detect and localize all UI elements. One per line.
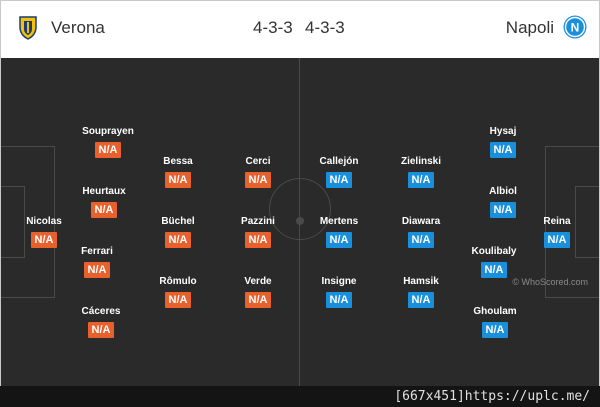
player-name: Ghoulam <box>473 306 517 317</box>
rating-badge: N/A <box>544 232 570 248</box>
center-spot <box>296 217 304 225</box>
player-card[interactable]: Pazzini N/A <box>218 216 298 248</box>
home-goal-area <box>1 186 25 258</box>
player-card[interactable]: Albiol N/A <box>463 186 543 218</box>
player-name: Koulibaly <box>471 246 517 257</box>
player-name: Verde <box>244 276 272 287</box>
player-card[interactable]: Heurtaux N/A <box>64 186 144 218</box>
home-formation: 4-3-3 <box>253 18 293 37</box>
rating-badge: N/A <box>408 172 434 188</box>
home-team-name[interactable]: Verona <box>51 18 105 37</box>
rating-badge: N/A <box>245 172 271 188</box>
rating-badge: N/A <box>408 292 434 308</box>
player-name: Nicolas <box>26 216 62 227</box>
rating-badge: N/A <box>245 232 271 248</box>
rating-badge: N/A <box>95 142 121 158</box>
player-card[interactable]: Souprayen N/A <box>68 126 148 158</box>
center-circle <box>269 178 331 240</box>
rating-badge: N/A <box>165 172 191 188</box>
player-name: Albiol <box>489 186 517 197</box>
player-card[interactable]: Callejón N/A <box>299 156 379 188</box>
player-card[interactable]: Büchel N/A <box>138 216 218 248</box>
rating-badge: N/A <box>165 292 191 308</box>
player-name: Zielinski <box>400 156 441 167</box>
player-name: Hysaj <box>489 126 517 137</box>
player-name: Büchel <box>161 216 195 227</box>
player-card[interactable]: Hamsik N/A <box>381 276 461 308</box>
rating-badge: N/A <box>326 292 352 308</box>
rating-badge: N/A <box>326 232 352 248</box>
player-card[interactable]: Nicolas N/A <box>4 216 84 248</box>
player-card[interactable]: Cáceres N/A <box>61 306 141 338</box>
rating-badge: N/A <box>88 322 114 338</box>
player-card[interactable]: Hysaj N/A <box>463 126 543 158</box>
footer-text: [667x451]https://uplc.me/ <box>394 389 590 404</box>
player-card[interactable]: Koulibaly N/A <box>454 246 534 278</box>
away-penalty-area <box>545 146 599 298</box>
rating-badge: N/A <box>165 232 191 248</box>
rating-badge: N/A <box>481 262 507 278</box>
rating-badge: N/A <box>490 142 516 158</box>
player-card[interactable]: Ghoulam N/A <box>455 306 535 338</box>
away-formation: 4-3-3 <box>305 18 345 37</box>
napoli-crest-icon[interactable]: N <box>561 13 589 41</box>
away-goal-area <box>575 186 599 258</box>
player-name: Pazzini <box>241 216 275 227</box>
home-penalty-area <box>1 146 55 298</box>
player-name: Bessa <box>163 156 193 167</box>
player-card[interactable]: Ferrari N/A <box>57 246 137 278</box>
player-name: Mertens <box>319 216 359 227</box>
player-name: Cerci <box>245 156 271 167</box>
player-card[interactable]: Zielinski N/A <box>381 156 461 188</box>
player-card[interactable]: Insigne N/A <box>299 276 379 308</box>
match-header: Verona 4-3-3 4-3-3 Napoli N <box>1 1 599 53</box>
player-name: Ferrari <box>81 246 113 257</box>
player-name: Hamsik <box>403 276 439 287</box>
rating-badge: N/A <box>245 292 271 308</box>
player-name: Rômulo <box>159 276 197 287</box>
rating-badge: N/A <box>326 172 352 188</box>
player-name: Insigne <box>321 276 357 287</box>
rating-badge: N/A <box>490 202 516 218</box>
player-card[interactable]: Diawara N/A <box>381 216 461 248</box>
player-name: Cáceres <box>81 306 121 317</box>
rating-badge: N/A <box>482 322 508 338</box>
rating-badge: N/A <box>91 202 117 218</box>
player-name: Heurtaux <box>82 186 126 197</box>
player-card[interactable]: Bessa N/A <box>138 156 218 188</box>
rating-badge: N/A <box>408 232 434 248</box>
away-team-name[interactable]: Napoli <box>505 18 554 37</box>
rating-badge: N/A <box>31 232 57 248</box>
player-card[interactable]: Mertens N/A <box>299 216 379 248</box>
player-name: Reina <box>543 216 571 227</box>
footer-bar: [667x451]https://uplc.me/ <box>0 386 600 407</box>
player-name: Callejón <box>319 156 359 167</box>
player-card[interactable]: Rômulo N/A <box>138 276 218 308</box>
svg-text:N: N <box>571 21 580 35</box>
player-name: Souprayen <box>82 126 134 137</box>
verona-crest-icon[interactable] <box>14 13 42 41</box>
player-card[interactable]: Reina N/A <box>517 216 597 248</box>
rating-badge: N/A <box>84 262 110 278</box>
player-name: Diawara <box>401 216 441 227</box>
player-card[interactable]: Cerci N/A <box>218 156 298 188</box>
player-card[interactable]: Verde N/A <box>218 276 298 308</box>
watermark: © WhoScored.com <box>512 277 588 287</box>
